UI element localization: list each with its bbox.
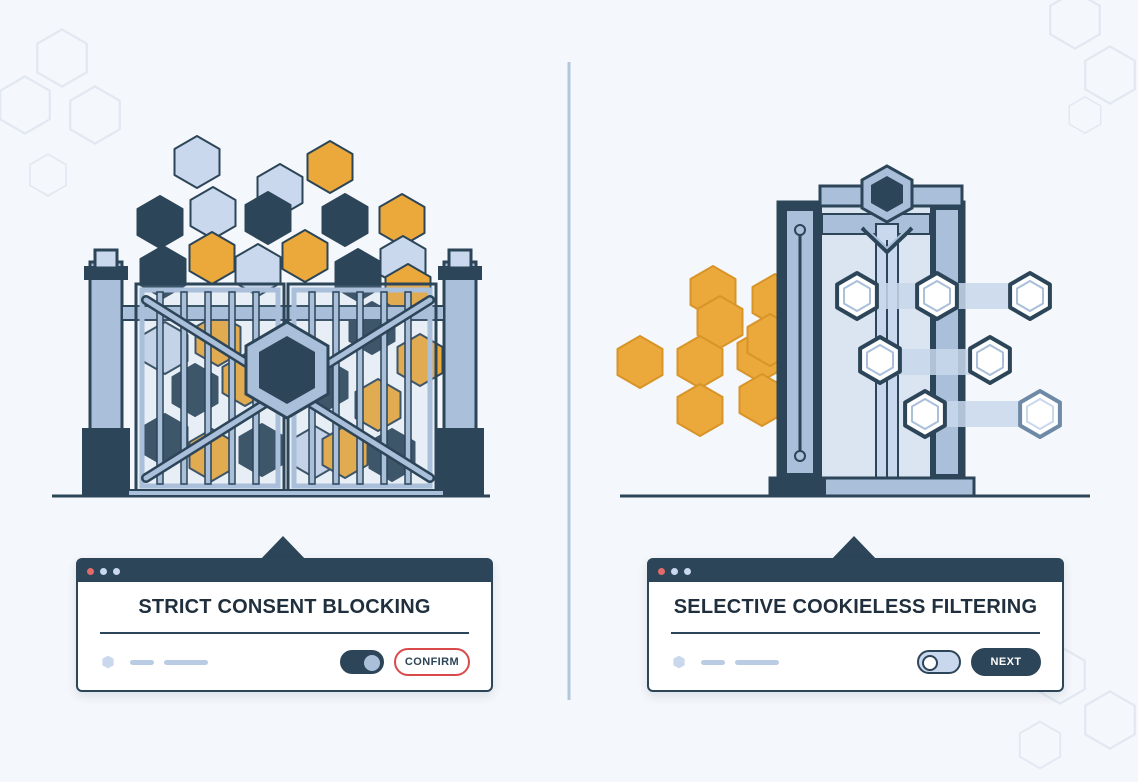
gate-bar [228, 291, 236, 485]
panel-titlebar [649, 560, 1062, 582]
hexagon-icon [1016, 280, 1044, 312]
left-panel-pointer [258, 536, 308, 562]
gate-bar [356, 291, 364, 485]
gate-lock-hexagon-icon [244, 320, 330, 420]
title-divider [671, 632, 1040, 634]
window-close-dot[interactable] [658, 567, 665, 575]
placeholder-line-long [735, 660, 779, 665]
filtered-hexagon-outputs [835, 271, 1062, 439]
panel-title: SELECTIVE COOKIELESS FILTERING [673, 596, 1038, 618]
hexagon-icon [354, 378, 402, 432]
strict-consent-panel: STRICT CONSENT BLOCKING CONFIRM [76, 558, 493, 692]
hexagon-icon [1026, 398, 1054, 430]
hexagon-icon [321, 193, 369, 247]
placeholder-line-long [164, 660, 208, 665]
consent-toggle[interactable] [340, 650, 384, 674]
hexagon-icon [306, 140, 354, 194]
gate-bar [332, 291, 340, 485]
hexagon-icon [173, 135, 221, 189]
filter-tower-illustration [616, 164, 1090, 498]
next-button[interactable]: NEXT [971, 648, 1041, 676]
placeholder-line-short [701, 660, 725, 665]
hexagon-icon [858, 335, 902, 385]
right-panel-pointer [829, 536, 879, 562]
selective-filtering-panel: SELECTIVE COOKIELESS FILTERING NEXT [647, 558, 1064, 692]
panel-title: STRICT CONSENT BLOCKING [138, 596, 431, 618]
hexagon-icon [244, 191, 292, 245]
hexagon-icon [923, 280, 951, 312]
gate-bar [204, 291, 212, 485]
gate-pillar-right [436, 248, 484, 496]
hexagon-icon [102, 655, 114, 669]
hexagon-icon [976, 344, 1004, 376]
hexagon-icon [835, 271, 879, 321]
window-minimize-dot[interactable] [671, 567, 678, 575]
hexagon-icon [866, 344, 894, 376]
locked-gate-illustration [52, 135, 490, 498]
filtering-toggle[interactable] [917, 650, 961, 674]
window-maximize-dot[interactable] [684, 567, 691, 575]
hexagon-icon [189, 186, 237, 240]
hexagon-icon [903, 389, 947, 439]
gate-bar [156, 291, 164, 485]
gate-pillar-left [82, 248, 130, 496]
toggle-knob [364, 655, 380, 671]
hexagon-icon [188, 231, 236, 285]
hexagon-icon [676, 383, 724, 437]
gate-bar [380, 291, 388, 485]
window-minimize-dot[interactable] [100, 567, 107, 575]
gate-bar [180, 291, 188, 485]
hexagon-icon [673, 655, 685, 669]
hexagon-icon [616, 335, 664, 389]
toggle-knob [922, 655, 938, 671]
hexagon-icon [911, 398, 939, 430]
hexagon-icon [1008, 271, 1052, 321]
confirm-button[interactable]: CONFIRM [394, 648, 470, 676]
hexagon-icon [136, 195, 184, 249]
placeholder-line-short [130, 660, 154, 665]
title-divider [100, 632, 469, 634]
hexagon-icon [281, 229, 329, 283]
gate-bar [404, 291, 412, 485]
hexagon-icon [968, 335, 1012, 385]
filter-emblem-hexagon-icon [860, 164, 914, 224]
panel-titlebar [78, 560, 491, 582]
window-maximize-dot[interactable] [113, 567, 120, 575]
hexagon-icon [915, 271, 959, 321]
hexagon-icon [843, 280, 871, 312]
window-close-dot[interactable] [87, 567, 94, 575]
hexagon-icon [1018, 389, 1062, 439]
